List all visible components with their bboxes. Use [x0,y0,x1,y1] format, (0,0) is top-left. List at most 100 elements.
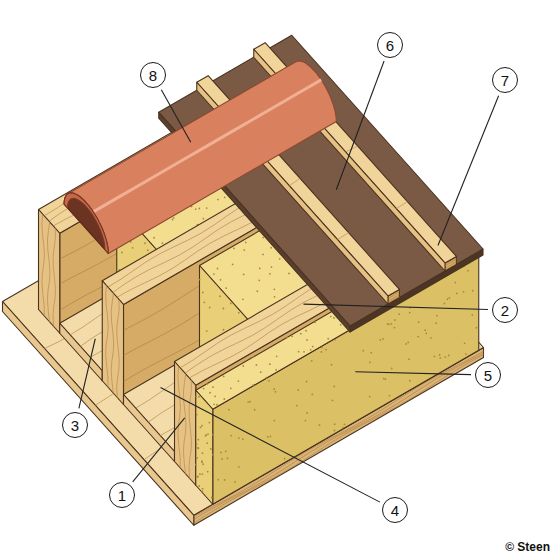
insulation-speckle [262,254,264,256]
insulation-speckle [256,290,258,292]
insulation-speckle [267,436,269,438]
insulation-speckle [273,420,275,422]
insulation-speckle [275,391,277,393]
insulation-speckle [196,457,198,459]
leader-line [303,304,488,309]
insulation-speckle [213,403,215,405]
insulation-speckle [196,414,198,416]
insulation-speckle [202,292,204,294]
insulation-speckle [344,424,346,426]
callout-number: 3 [62,412,88,438]
insulation-speckle [467,270,469,272]
insulation-speckle [405,343,407,345]
insulation-speckle [196,443,198,445]
insulation-speckle [383,378,385,380]
insulation-speckle [311,394,313,396]
insulation-speckle [195,396,197,398]
insulation-speckle [202,463,204,465]
insulation-speckle [334,423,336,425]
insulation-speckle [201,425,203,427]
insulation-speckle [212,454,214,456]
insulation-speckle [297,389,299,391]
insulation-speckle [434,355,436,357]
rafter-front [102,281,123,405]
insulation-speckle [254,409,256,411]
insulation-speckle [121,252,123,254]
callout-number: 5 [475,362,501,388]
callout-number: 1 [109,482,135,508]
insulation-speckle [220,279,222,281]
insulation-speckle [298,351,300,353]
insulation-speckle [325,349,327,351]
insulation-speckle [217,479,219,481]
insulation-speckle [243,273,245,275]
insulation-speckle [206,442,208,444]
insulation-speckle [342,427,344,429]
wood-grain [289,178,300,185]
insulation-speckle [388,323,390,325]
insulation-speckle [310,349,312,351]
insulation-speckle [439,354,441,356]
wood-grain [445,258,456,264]
insulation-speckle [270,247,272,249]
insulation-speckle [443,303,445,305]
insulation-speckle [225,287,227,289]
insulation-speckle [232,263,234,265]
insulation-speckle [202,218,204,220]
insulation-speckle [321,347,323,349]
insulation-speckle [312,346,314,348]
insulation-speckle [408,358,410,360]
insulation-speckle [162,242,164,244]
insulation-speckle [444,356,446,358]
wood-grain [178,366,181,468]
insulation-speckle [286,337,288,339]
insulation-speckle [398,313,400,315]
wood-grain [338,233,349,240]
ceiling-board-front [124,395,175,462]
insulation-speckle [472,290,474,292]
insulation-speckle [234,481,236,483]
insulation-speckle [196,476,198,478]
insulation-speckle [265,377,267,379]
insulation-speckle [340,324,342,326]
leader-line [133,418,185,482]
insulation-speckle [407,342,409,344]
insulation-speckle [201,460,203,462]
insulation-speckle [409,312,411,314]
insulation-speckle [238,466,240,468]
insulation-speckle [334,339,336,341]
insulation-speckle [219,295,221,297]
insulation-speckle [225,450,227,452]
insulation-speckle [288,273,290,275]
insulation-speckle [206,330,208,332]
insulation-speckle [306,381,308,383]
insulation-speckle [208,422,210,424]
leader-line [355,372,471,375]
wood-grain [396,202,407,209]
insulation-speckle [172,219,174,221]
insulation-speckle [464,342,466,344]
wood-grain [388,291,399,298]
insulation-speckle [296,405,298,407]
wood-grain [445,259,456,266]
insulation-speckle [306,412,308,414]
insulation-speckle [197,439,199,441]
insulation-speckle [197,476,199,478]
insulation-speckle [242,298,244,300]
leader-line [161,388,380,503]
insulation-speckle [382,338,384,340]
insulation-speckle [216,404,218,406]
insulation-speckle [391,368,393,370]
insulation-speckle [217,268,219,270]
insulation-speckle [362,350,364,352]
roof-layers [3,35,484,525]
insulation-speckle [233,247,235,249]
insulation-speckle [223,329,225,331]
insulation-speckle [389,395,391,397]
insulation-speckle [333,317,335,319]
rafter-front [175,362,196,486]
insulation-speckle [279,258,281,260]
insulation-speckle [454,282,456,284]
